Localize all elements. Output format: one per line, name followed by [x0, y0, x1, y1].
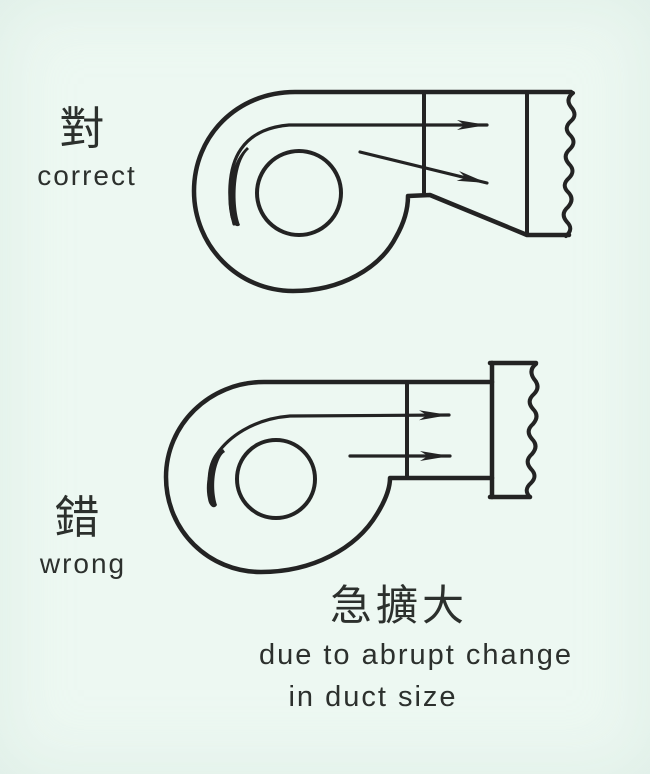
duct-break-line — [524, 362, 540, 499]
duct-break-line — [561, 91, 577, 238]
caption-en-line1: due to abrupt change — [258, 639, 574, 671]
wrong-label-en: wrong — [39, 548, 127, 579]
correct-label-en: correct — [37, 160, 137, 191]
caption-en-line2: in duct size — [288, 681, 458, 713]
wrong-fan-diagram — [163, 360, 540, 575]
fan-inlet-circle — [235, 438, 317, 520]
wrong-label-zh: 錯 — [54, 492, 102, 543]
fan-inlet-circle — [255, 149, 343, 237]
correct-fan-diagram — [191, 89, 577, 294]
airflow-arrow-lower — [358, 150, 489, 185]
fan-scroll-outline — [191, 89, 574, 294]
fan-cutoff-arc — [228, 147, 249, 227]
caption-zh: 急擴大 — [329, 582, 468, 629]
fan-scroll-outline — [163, 379, 495, 575]
correct-label-zh: 對 — [59, 103, 107, 154]
fan-cutoff-arc — [206, 449, 225, 508]
